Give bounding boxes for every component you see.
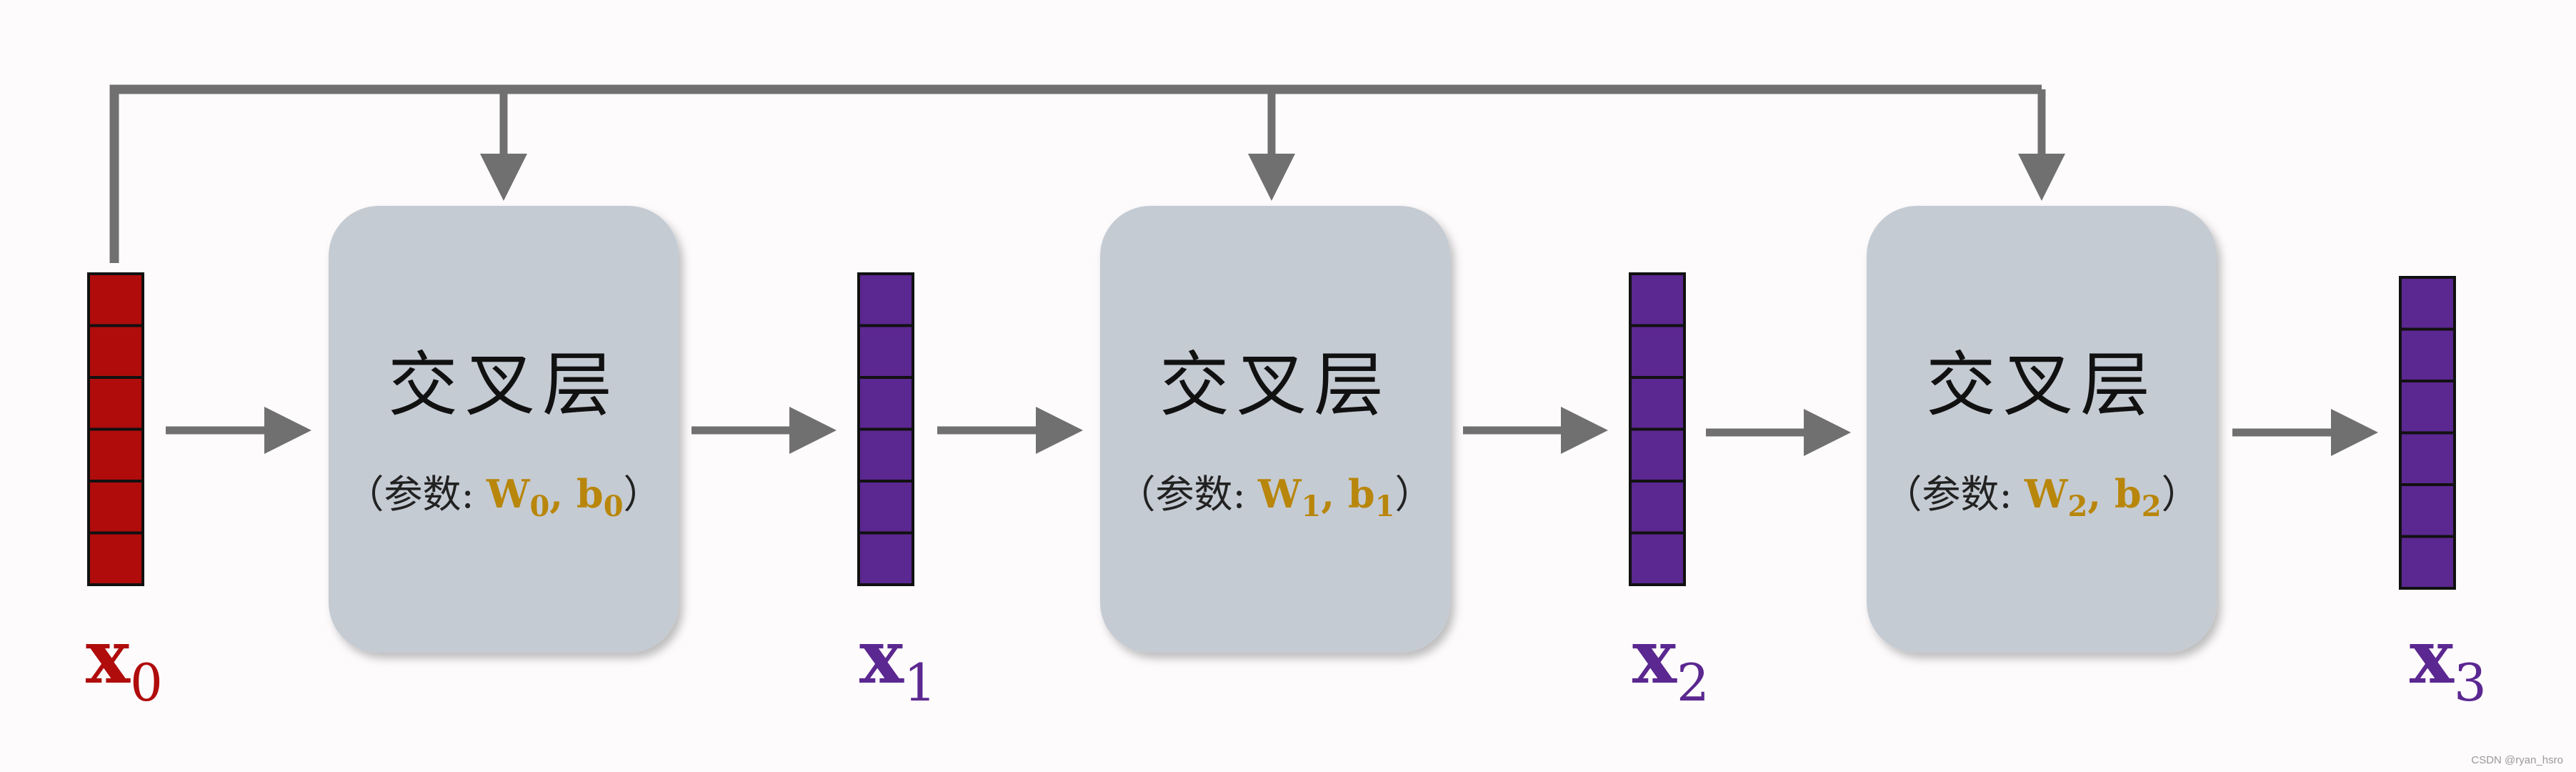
vector-cell bbox=[87, 376, 144, 431]
vector-cell bbox=[857, 480, 914, 535]
cross-layer-3: 交叉层 （参数: W2, b2） bbox=[1867, 206, 2217, 653]
watermark: CSDN @ryan_hsro bbox=[2471, 754, 2563, 766]
vector-cell bbox=[2399, 483, 2456, 538]
cross-layer-1: 交叉层 （参数: W0, b0） bbox=[329, 206, 679, 653]
vector-cell bbox=[87, 324, 144, 379]
vector-cell bbox=[1629, 272, 1686, 327]
vector-cell bbox=[2399, 431, 2456, 486]
vector-cell bbox=[2399, 327, 2456, 382]
vector-cell bbox=[2399, 380, 2456, 435]
label-x1: x1 bbox=[859, 613, 937, 713]
layer-params: （参数: W0, b0） bbox=[345, 471, 662, 523]
vector-cell bbox=[2399, 535, 2456, 590]
vector-x0 bbox=[87, 272, 144, 586]
vector-cell bbox=[1629, 376, 1686, 431]
label-x0: x0 bbox=[86, 613, 163, 713]
label-x2: x2 bbox=[1632, 613, 1709, 713]
cross-layer-2: 交叉层 （参数: W1, b1） bbox=[1100, 206, 1450, 653]
layer-params: （参数: W2, b2） bbox=[1883, 471, 2200, 523]
vector-cell bbox=[1629, 531, 1686, 586]
vector-cell bbox=[87, 480, 144, 535]
layer-title: 交叉层 bbox=[1926, 345, 2157, 426]
vector-cell bbox=[1629, 480, 1686, 535]
vector-x3 bbox=[2399, 276, 2456, 590]
layer-box bbox=[1100, 206, 1450, 653]
layer-params: （参数: W1, b1） bbox=[1117, 471, 1433, 523]
vector-cell bbox=[87, 427, 144, 482]
vector-cell bbox=[1629, 324, 1686, 379]
vector-cell bbox=[1629, 427, 1686, 482]
vector-cell bbox=[857, 324, 914, 379]
vector-cell bbox=[87, 531, 144, 586]
vector-x1 bbox=[857, 272, 914, 586]
layer-title: 交叉层 bbox=[388, 345, 619, 426]
flow-arrows bbox=[166, 407, 2378, 456]
vector-cell bbox=[87, 272, 144, 327]
layer-box bbox=[329, 206, 679, 653]
vector-cell bbox=[857, 272, 914, 327]
label-x3: x3 bbox=[2410, 613, 2487, 713]
vector-cell bbox=[2399, 276, 2456, 331]
vector-x2 bbox=[1629, 272, 1686, 586]
layer-title: 交叉层 bbox=[1159, 345, 1391, 426]
vector-cell bbox=[857, 376, 914, 431]
vector-cell bbox=[857, 531, 914, 586]
layer-box bbox=[1867, 206, 2217, 653]
vector-cell bbox=[857, 427, 914, 482]
skip-connection bbox=[109, 84, 2065, 263]
